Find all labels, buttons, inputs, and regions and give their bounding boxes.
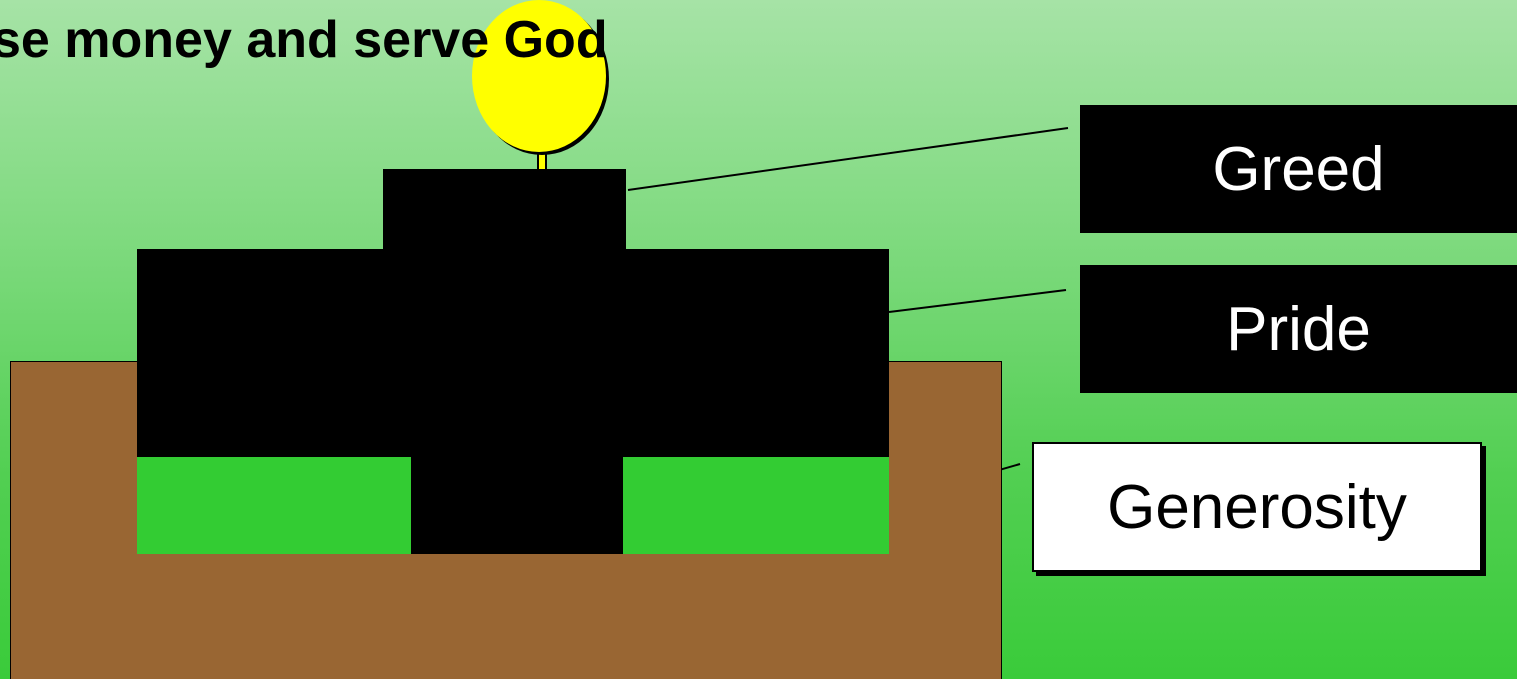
pride-label-box: Pride	[1080, 265, 1517, 393]
greed-label: Greed	[1212, 134, 1384, 205]
generosity-patch-right	[623, 457, 889, 554]
slide-title: se money and serve God	[0, 10, 608, 70]
pride-label: Pride	[1226, 294, 1371, 365]
generosity-patch-left	[137, 457, 411, 554]
generosity-label-box: Generosity	[1032, 442, 1482, 572]
greed-block	[383, 169, 626, 254]
greed-connector-line	[628, 128, 1068, 190]
greed-label-box: Greed	[1080, 105, 1517, 233]
title-prefix: se money and	[0, 11, 353, 69]
title-highlight: serve	[353, 11, 489, 69]
pride-block	[137, 249, 889, 459]
title-suffix: God	[489, 11, 607, 69]
generosity-label: Generosity	[1107, 472, 1407, 543]
pride-connector-line	[889, 290, 1066, 312]
trunk-block	[411, 455, 623, 554]
